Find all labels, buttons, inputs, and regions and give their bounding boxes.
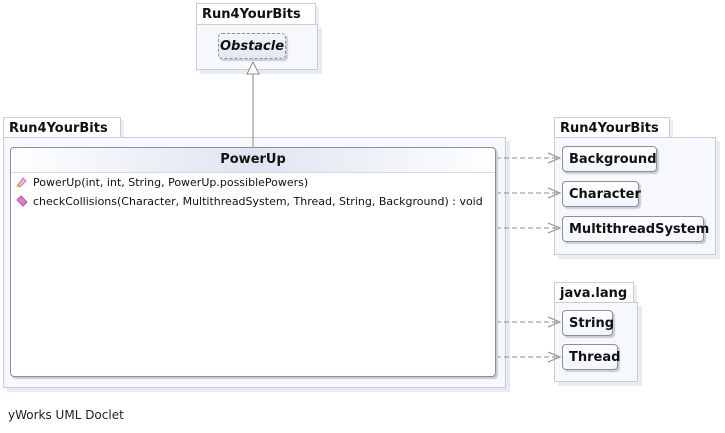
constructor-icon	[16, 176, 28, 188]
class-powerup[interactable]: PowerUp PowerUp(int, int, String, PowerU…	[10, 147, 496, 377]
package-name-java-lang: java.lang	[560, 286, 628, 301]
package-name-right-top: Run4YourBits	[560, 121, 659, 136]
class-obstacle[interactable]: Obstacle	[218, 33, 286, 59]
footer-credit: yWorks UML Doclet	[8, 408, 124, 422]
class-thread-name: Thread	[569, 349, 621, 365]
package-tab-main: Run4YourBits	[3, 117, 121, 138]
class-multithreadsystem[interactable]: MultithreadSystem	[562, 216, 709, 242]
member-method-text: checkCollisions(Character, MultithreadSy…	[33, 194, 483, 208]
method-icon	[16, 195, 28, 207]
class-string-name: String	[569, 315, 615, 331]
class-multithreadsystem-name: MultithreadSystem	[569, 221, 710, 237]
package-tab-top: Run4YourBits	[196, 3, 316, 24]
package-tab-right-top: Run4YourBits	[554, 117, 670, 138]
class-powerup-name: PowerUp	[220, 152, 286, 167]
member-constructor-text: PowerUp(int, int, String, PowerUp.possib…	[33, 175, 309, 189]
class-background[interactable]: Background	[562, 146, 657, 172]
package-tab-java-lang: java.lang	[554, 282, 634, 303]
class-character[interactable]: Character	[562, 181, 641, 207]
member-method[interactable]: checkCollisions(Character, MultithreadSy…	[16, 192, 483, 210]
package-name-main: Run4YourBits	[9, 121, 108, 136]
class-thread[interactable]: Thread	[562, 344, 621, 370]
package-name-top: Run4YourBits	[202, 7, 301, 22]
class-string[interactable]: String	[562, 310, 615, 336]
class-powerup-header: PowerUp	[11, 148, 495, 173]
class-obstacle-name: Obstacle	[219, 38, 285, 54]
class-character-name: Character	[569, 186, 641, 202]
member-constructor[interactable]: PowerUp(int, int, String, PowerUp.possib…	[16, 173, 308, 191]
class-background-name: Background	[569, 151, 657, 167]
